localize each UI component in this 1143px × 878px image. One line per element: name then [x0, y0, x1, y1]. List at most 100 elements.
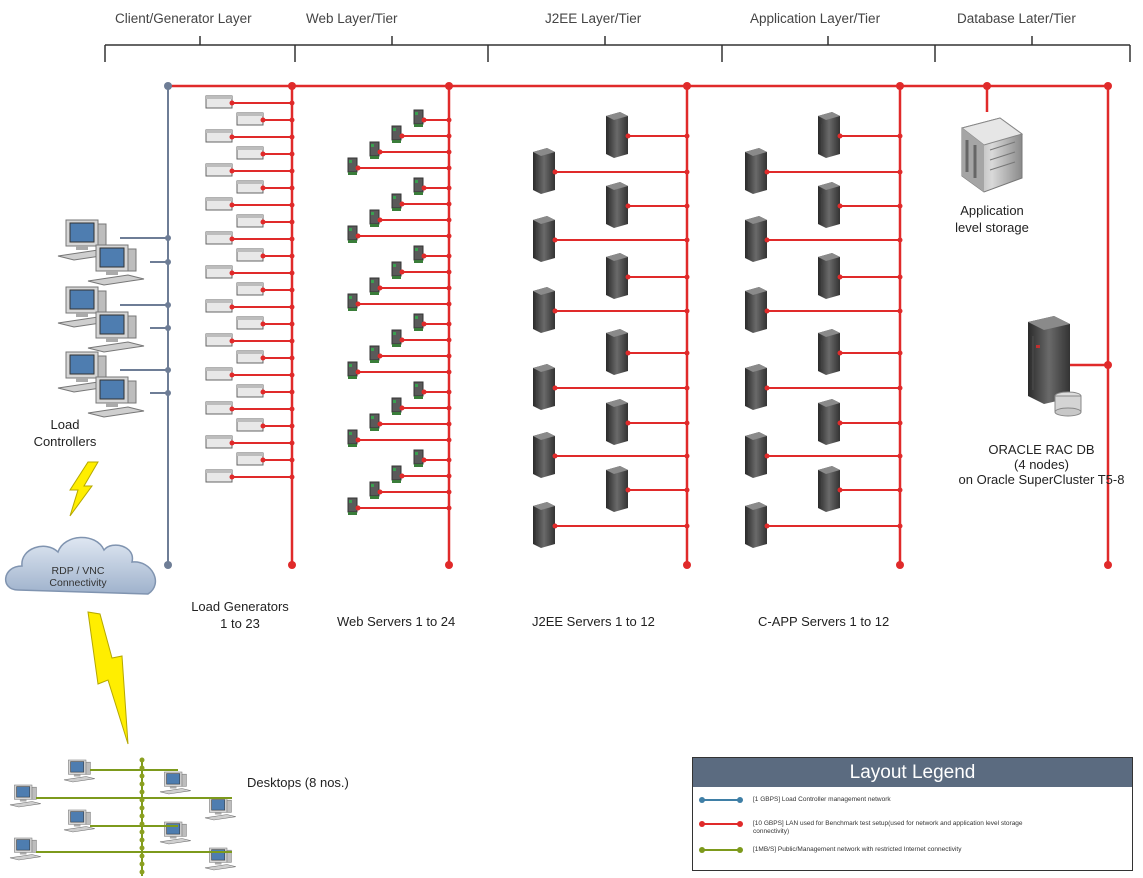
green-junction-dot	[139, 781, 145, 787]
capp-server-icon	[745, 502, 903, 548]
load-generator-icon	[205, 333, 295, 347]
j2ee-server-icon	[533, 502, 690, 548]
desktop-icon	[159, 771, 191, 795]
desktop-icon	[204, 797, 236, 821]
web-server-icon	[369, 345, 452, 363]
capp-server-icon	[818, 466, 903, 512]
j2ee-server-icon	[606, 466, 690, 512]
legend-dot-red	[737, 821, 743, 827]
j2ee-server-icon	[533, 216, 690, 262]
web-server-icon	[369, 481, 452, 499]
green-network	[36, 758, 232, 876]
tier-bracket	[104, 36, 1131, 62]
green-junction-dot	[139, 813, 145, 819]
web-servers	[347, 109, 452, 515]
load-generator-icon	[236, 316, 295, 330]
web-server-icon	[391, 193, 452, 211]
web-servers-label: Web Servers 1 to 24	[337, 614, 456, 629]
load-controllers-label-line1: Load	[50, 417, 80, 432]
legend-dot-green	[737, 847, 743, 853]
capp-server-icon	[745, 148, 903, 194]
capp-server-icon	[818, 329, 903, 375]
layout-legend: Layout Legend [1 GBPS] Load Controller m…	[692, 757, 1133, 871]
load-generator-icon	[205, 95, 295, 109]
green-junction-dot	[139, 861, 145, 867]
web-server-icon	[413, 109, 452, 127]
j2ee-servers-label: J2EE Servers 1 to 12	[532, 614, 655, 629]
storage-label-line2: level storage	[955, 220, 1029, 235]
j2ee-server-icon	[606, 182, 690, 228]
legend-text-blue: [1 GBPS] Load Controller management netw…	[753, 796, 891, 803]
capp-servers-label: C-APP Servers 1 to 12	[758, 614, 890, 629]
capp-server-icon	[818, 182, 903, 228]
desktops	[9, 759, 236, 871]
load-controllers	[57, 219, 145, 418]
load-generator-icon	[205, 197, 295, 211]
j2ee-server-icon	[533, 148, 690, 194]
green-junction-dot	[139, 845, 145, 851]
load-generator-icon	[205, 163, 295, 177]
j2ee-server-icon	[533, 364, 690, 410]
web-server-icon	[413, 177, 452, 195]
web-server-icon	[347, 361, 452, 379]
legend-dot-green	[699, 847, 705, 853]
web-server-icon	[391, 261, 452, 279]
web-server-icon	[347, 429, 452, 447]
web-server-icon	[413, 313, 452, 331]
load-generator-icon	[236, 112, 295, 126]
green-junction-dot	[139, 805, 145, 811]
load-generators-label-line2: 1 to 23	[220, 616, 260, 631]
load-generator-icon	[205, 299, 295, 313]
application-storage-icon	[960, 117, 1024, 193]
load-generators	[205, 95, 295, 483]
legend-line-green	[701, 849, 741, 851]
storage-label: Application level storage	[942, 202, 1042, 236]
load-generator-icon	[205, 435, 295, 449]
j2ee-server-icon	[606, 253, 690, 299]
load-generator-icon	[236, 214, 295, 228]
capp-server-icon	[745, 432, 903, 478]
web-server-icon	[347, 497, 452, 515]
web-server-icon	[391, 125, 452, 143]
load-generator-icon	[236, 146, 295, 160]
web-server-icon	[369, 209, 452, 227]
load-controllers-label: Load Controllers	[30, 416, 100, 450]
load-generator-icon	[236, 180, 295, 194]
web-server-icon	[413, 449, 452, 467]
load-generators-label: Load Generators 1 to 23	[170, 598, 310, 632]
load-generator-icon	[236, 350, 295, 364]
capp-server-icon	[818, 112, 903, 158]
web-server-icon	[391, 397, 452, 415]
web-server-icon	[369, 413, 452, 431]
desktop-icon	[63, 809, 95, 833]
web-server-icon	[413, 381, 452, 399]
load-generator-icon	[236, 282, 295, 296]
capp-server-icon	[745, 364, 903, 410]
legend-item-blue: [1 GBPS] Load Controller management netw…	[699, 796, 1119, 806]
web-server-icon	[391, 329, 452, 347]
web-server-icon	[347, 293, 452, 311]
j2ee-server-icon	[533, 287, 690, 333]
capp-servers	[745, 112, 903, 548]
web-server-icon	[369, 141, 452, 159]
web-server-icon	[369, 277, 452, 295]
web-server-icon	[413, 245, 452, 263]
capp-server-icon	[818, 399, 903, 445]
desktop-icon	[9, 837, 41, 861]
legend-dot-blue	[699, 797, 705, 803]
tier-label-database: Database Later/Tier	[957, 11, 1076, 26]
web-server-icon	[347, 157, 452, 175]
capp-server-icon	[745, 287, 903, 333]
cloud-label: RDP / VNC Connectivity	[49, 565, 107, 589]
web-server-icon	[347, 225, 452, 243]
legend-dot-red	[699, 821, 705, 827]
legend-item-red: [10 GBPS] LAN used for Benchmark test se…	[699, 820, 1119, 838]
green-junction-dot	[139, 837, 145, 843]
capp-server-icon	[818, 253, 903, 299]
j2ee-server-icon	[533, 432, 690, 478]
load-generator-icon	[205, 401, 295, 415]
j2ee-server-icon	[606, 112, 690, 158]
database-server-icon	[1028, 316, 1082, 417]
j2ee-servers	[533, 112, 690, 548]
